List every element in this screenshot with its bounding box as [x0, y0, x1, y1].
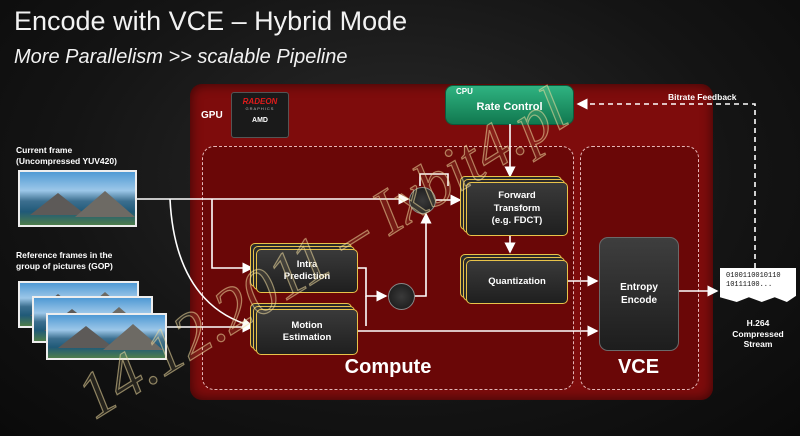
rate-control-label: Rate Control	[476, 101, 543, 113]
current-frame-line-1: Current frame	[16, 145, 73, 155]
reference-line-2: group of pictures (GOP)	[16, 260, 113, 271]
motion-line-1: Motion	[291, 319, 323, 331]
wire-bitrate-feedback	[576, 98, 756, 268]
amd-logo-text: AMD	[252, 117, 268, 124]
stream-line-3: Stream	[743, 339, 773, 350]
current-frame-line-2: (Uncompressed YUV420)	[16, 155, 117, 166]
compressed-stream-label: H.264 Compressed Stream	[718, 318, 798, 350]
stream-line-2: Compressed	[732, 328, 784, 339]
intra-line-2: Prediction	[283, 271, 331, 282]
intra-line-1: Intra	[296, 258, 318, 270]
radeon-logo-sub: GRAPHICS	[245, 106, 275, 111]
gpu-label: GPU	[201, 110, 223, 121]
reference-frame-image-3	[46, 313, 167, 360]
motion-line-2: Estimation	[282, 332, 332, 343]
forward-line-1: Forward	[498, 190, 536, 202]
entropy-line-2: Encode	[620, 295, 658, 306]
forward-line-2: Transform	[493, 202, 541, 214]
current-frame-label: Current frame (Uncompressed YUV420)	[16, 145, 117, 166]
wire-adder1-feedback	[419, 173, 449, 186]
radeon-logo-brand: RADEON	[242, 97, 278, 106]
reference-line-1: Reference frames in the	[16, 250, 113, 260]
reference-frames-label: Reference frames in the group of picture…	[16, 250, 113, 271]
entropy-line-1: Entropy	[620, 282, 658, 293]
rate-control-block	[446, 86, 573, 124]
summing-node-top	[409, 187, 436, 214]
wire-intra-to-adder2	[356, 267, 388, 302]
stream-line-1: H.264	[746, 318, 770, 328]
forward-line-3: (e.g. FDCT)	[491, 215, 543, 227]
page-subtitle: More Parallelism >> scalable Pipeline	[14, 46, 348, 68]
bits-line-1: 0100110010110	[726, 272, 781, 280]
bitrate-feedback-label: Bitrate Feedback	[668, 92, 737, 102]
bits-line-2: 10111100...	[726, 281, 773, 290]
quantization-front: Quantization	[466, 260, 568, 304]
compressed-stream-document: 0100110010110 10111100...	[720, 268, 796, 302]
vce-label: VCE	[617, 356, 660, 378]
radeon-logo: RADEON GRAPHICS AMD	[231, 92, 289, 138]
quantization-block: Quantization	[460, 254, 570, 306]
wire-adder2-to-adder1	[414, 212, 432, 297]
quant-label: Quantization	[488, 275, 546, 287]
wire-frame-to-intra	[211, 199, 254, 274]
cpu-label: CPU	[456, 87, 473, 96]
wire-frame-to-motion	[169, 198, 254, 329]
summing-node-bottom	[388, 283, 415, 310]
page-title: Encode with VCE – Hybrid Mode	[14, 6, 408, 36]
compute-label: Compute	[344, 356, 432, 378]
current-frame-image	[18, 170, 137, 227]
